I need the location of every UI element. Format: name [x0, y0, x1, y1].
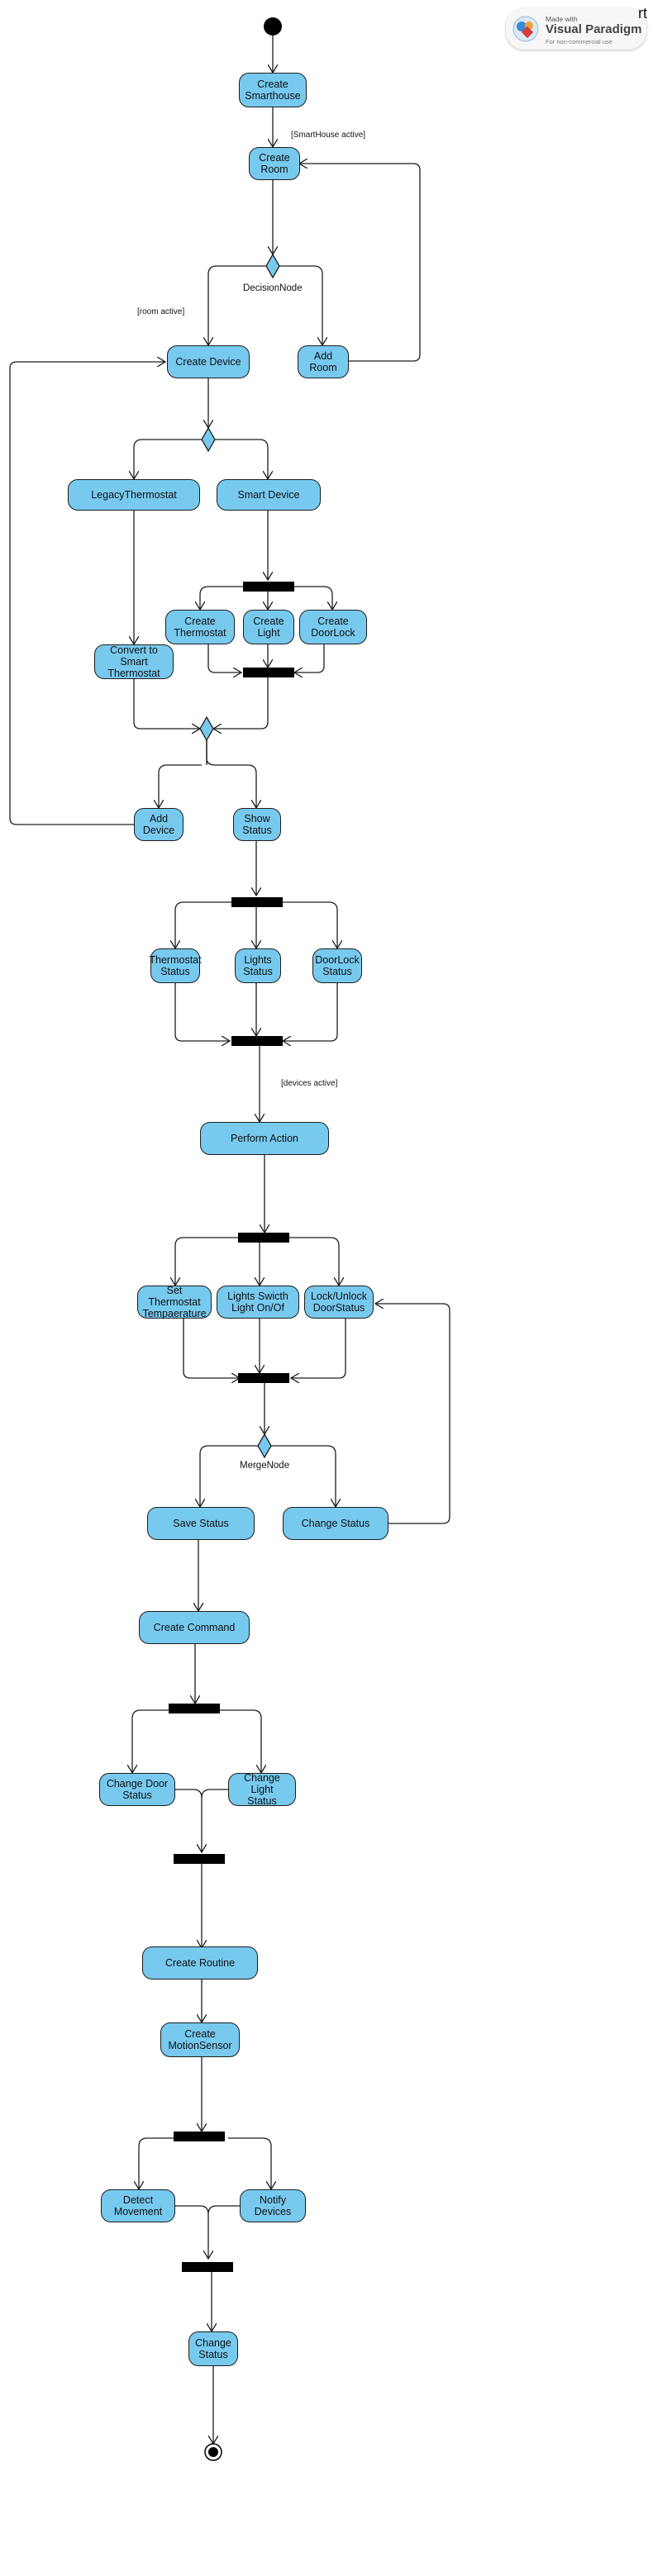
node-create-doorlock: Create DoorLock: [299, 610, 367, 644]
final-node-inner: [208, 2447, 218, 2457]
edge: [220, 1709, 261, 1773]
edge: [375, 1304, 450, 1524]
node-create-command: Create Command: [139, 1611, 250, 1644]
node-notify-devices: Notify Devices: [240, 2189, 306, 2222]
visual-paradigm-logo-icon: [512, 16, 539, 42]
edge: [132, 1709, 170, 1773]
edge: [271, 1445, 336, 1507]
guard-room-active: [room active]: [137, 307, 185, 316]
edge: [207, 2205, 240, 2215]
edge: [134, 439, 202, 479]
node-lights-status: Lights Status: [235, 948, 281, 983]
edge: [228, 2137, 271, 2189]
node-change-door-status: Change Door Status: [99, 1773, 175, 1806]
edge: [201, 1789, 228, 1799]
edge: [294, 644, 325, 673]
decision-node-3: [199, 715, 214, 742]
node-lock-unlock: Lock/Unlock DoorStatus: [304, 1286, 374, 1319]
join-bar-create-devices: [243, 668, 294, 677]
node-legacy-thermostat: LegacyThermostat: [68, 479, 200, 511]
edge: [215, 439, 268, 479]
edge: [283, 983, 338, 1041]
join-bar-status: [231, 1036, 283, 1046]
node-show-status: Show Status: [233, 808, 281, 841]
join-bar-actions: [238, 1373, 289, 1383]
fork-bar-actions: [238, 1233, 289, 1243]
watermark-subtitle: For non-commercial use: [546, 38, 612, 45]
edge: [299, 164, 421, 362]
edge: [206, 735, 256, 808]
watermark-made-with: Made with: [546, 15, 578, 23]
edge: [175, 901, 233, 948]
edge: [291, 1319, 346, 1378]
initial-node: [264, 17, 282, 36]
node-detect-movement: Detect Movement: [101, 2189, 175, 2222]
edge: [213, 677, 269, 729]
edge: [183, 1319, 240, 1378]
fork-bar-command: [169, 1704, 220, 1713]
edge: [175, 1789, 202, 1852]
edge: [174, 983, 230, 1041]
node-add-room: Add Room: [298, 345, 349, 378]
edge: [200, 1445, 258, 1507]
edge: [207, 644, 241, 673]
node-create-smarthouse: Create Smarthouse: [239, 73, 307, 107]
node-save-status: Save Status: [147, 1507, 255, 1540]
guard-smarthouse-active: [SmartHouse active]: [291, 131, 366, 140]
fork-bar-routine: [174, 2132, 225, 2141]
node-create-thermostat: Create Thermostat: [165, 610, 235, 644]
node-doorlock-status: DoorLock Status: [312, 948, 362, 983]
edge: [279, 265, 322, 345]
fork-bar-create-devices: [243, 582, 294, 592]
node-add-device: Add Device: [134, 808, 184, 841]
edge: [9, 362, 165, 825]
corner-title-fragment: rt: [638, 5, 647, 21]
node-change-light-status: Change Light Status: [228, 1772, 296, 1807]
decision-node-1: [265, 253, 280, 279]
node-change-status-2: Change Status: [188, 2331, 238, 2366]
node-perform-action: Perform Action: [200, 1122, 329, 1155]
edge: [159, 764, 202, 808]
node-create-light: Create Light: [243, 610, 294, 644]
node-change-status-1: Change Status: [283, 1507, 388, 1540]
join-bar-routine: [182, 2262, 233, 2272]
fork-bar-status: [231, 897, 283, 907]
join-bar-command: [174, 1854, 225, 1864]
edge: [289, 1237, 339, 1286]
node-smart-device: Smart Device: [217, 479, 321, 511]
edge: [279, 901, 337, 948]
guard-devices-active: [devices active]: [281, 1079, 338, 1088]
node-convert-to-smart: Convert to Smart Thermostat: [94, 644, 174, 679]
edge: [175, 2205, 208, 2259]
node-thermostat-status: Thermostat Status: [149, 948, 202, 983]
edge: [291, 586, 332, 610]
node-set-thermostat: Set Thermostat Tempaerature: [137, 1285, 212, 1319]
edge: [175, 1237, 240, 1286]
edge: [208, 265, 266, 345]
node-create-room: Create Room: [249, 147, 300, 180]
merge-node-label: MergeNode: [240, 1461, 290, 1471]
edge: [139, 2137, 175, 2189]
decision-node-label: DecisionNode: [243, 283, 303, 293]
merge-node: [257, 1433, 272, 1459]
edge: [133, 679, 200, 729]
watermark-brand: Visual Paradigm: [546, 22, 642, 36]
decision-node-2: [201, 426, 216, 453]
node-create-routine: Create Routine: [142, 1946, 258, 1980]
node-create-motionsensor: Create MotionSensor: [160, 2022, 240, 2057]
edge: [200, 586, 245, 610]
visual-paradigm-watermark: Made with Visual Paradigm For non-commer…: [506, 8, 646, 50]
node-create-device: Create Device: [167, 345, 250, 378]
node-lights-switch: Lights Swicth Light On/Of: [217, 1286, 299, 1319]
